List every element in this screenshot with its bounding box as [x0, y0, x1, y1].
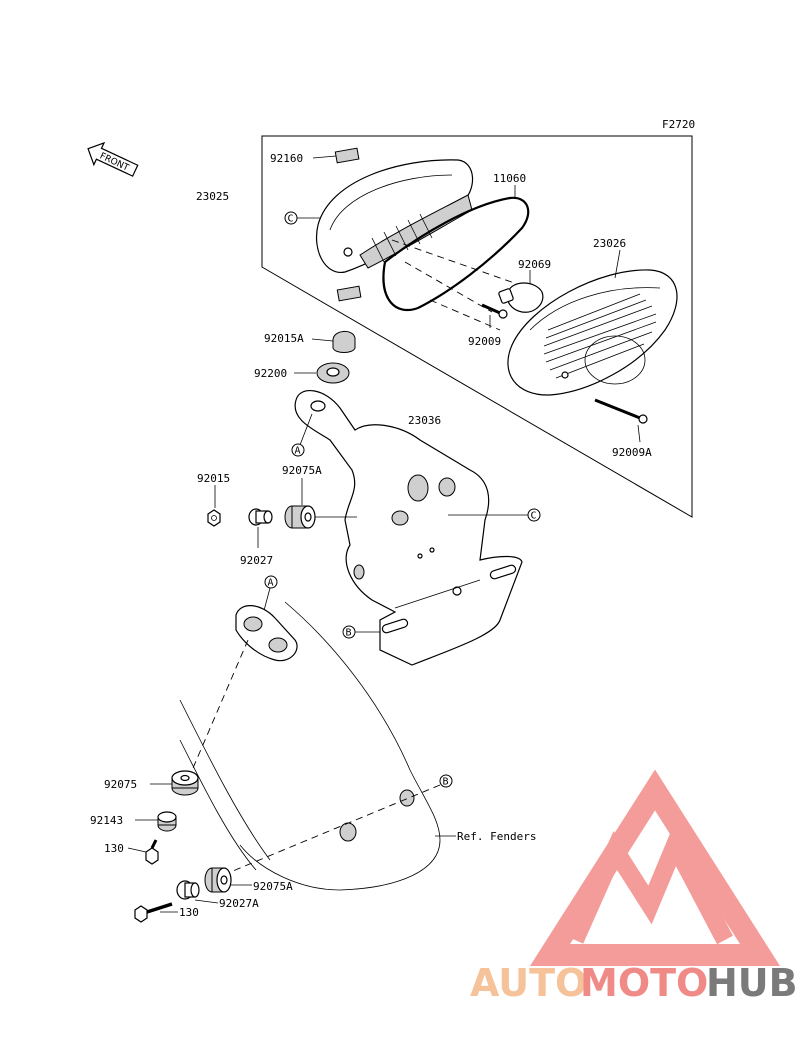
gasket-11060: [382, 196, 530, 312]
callout-B-fender: [439, 774, 453, 788]
callout-A-lower: [264, 575, 278, 589]
callout-C-left-label: C: [288, 214, 294, 225]
tail-lamp-housing: [316, 159, 474, 273]
fender-outline: [179, 601, 441, 891]
callout-C-right: [527, 508, 541, 522]
part-number-92075: 92075: [104, 778, 137, 791]
pad-92160-bottom: [336, 285, 362, 302]
grommet-92075A-top: [284, 505, 316, 529]
figure-code: F2720: [662, 118, 695, 131]
part-number-92069: 92069: [518, 258, 551, 271]
part-number-92075A-top: 92075A: [282, 464, 322, 477]
part-number-92015: 92015: [197, 472, 230, 485]
bolt-130-lower: [134, 902, 173, 923]
grommet-92075A-bottom: [204, 867, 232, 893]
collar-92027A: [176, 880, 200, 900]
part-number-92143: 92143: [90, 814, 123, 827]
callout-C-left: [284, 211, 298, 225]
part-number-92009: 92009: [468, 335, 501, 348]
screw-92009A: [594, 398, 648, 424]
ref-fenders-label: Ref. Fenders: [457, 830, 536, 843]
lens-23026: [507, 269, 678, 396]
callout-A-upper-label: A: [295, 446, 301, 457]
grommet-92075: [171, 770, 199, 796]
part-number-92200: 92200: [254, 367, 287, 380]
callout-A-upper: [291, 443, 305, 457]
nut-92015: [207, 509, 221, 527]
callout-B-fender-label: B: [443, 777, 449, 788]
collar-92027: [248, 508, 273, 526]
callout-C-right-label: C: [531, 511, 537, 522]
callout-A-lower-label: A: [268, 578, 274, 589]
part-number-92027: 92027: [240, 554, 273, 567]
part-number-130-lower: 130: [179, 906, 199, 919]
part-number-130-upper: 130: [104, 842, 124, 855]
part-number-11060: 11060: [493, 172, 526, 185]
cap-nut-92015A: [332, 331, 356, 353]
assembly-box: [261, 135, 693, 518]
watermark-logo: [529, 769, 781, 966]
collar-92143: [157, 811, 177, 832]
bulb-92069: [498, 282, 544, 313]
part-number-92009A: 92009A: [612, 446, 652, 459]
watermark-hub: HUB: [706, 961, 798, 1005]
front-arrow-icon: FRONT: [87, 141, 139, 177]
callout-B-bracket: [342, 625, 356, 639]
part-number-92015A: 92015A: [264, 332, 304, 345]
callout-B-bracket-label: B: [346, 628, 352, 639]
part-number-92160: 92160: [270, 152, 303, 165]
screw-92009: [481, 303, 508, 319]
bracket-23036: [294, 389, 523, 666]
part-number-23025: 23025: [196, 190, 229, 203]
part-number-23026: 23026: [593, 237, 626, 250]
link-plate: [235, 605, 298, 662]
part-number-23036: 23036: [408, 414, 441, 427]
part-number-92027A: 92027A: [219, 897, 259, 910]
watermark-moto: MOTO: [580, 961, 708, 1005]
watermark-text: AUTO MOTO HUB: [470, 961, 798, 1005]
watermark-auto: AUTO: [470, 961, 587, 1005]
part-number-92075A-bottom: 92075A: [253, 880, 293, 893]
pad-92160-top: [334, 147, 360, 164]
washer-92200: [316, 362, 350, 384]
bolt-130-upper: [145, 839, 159, 865]
